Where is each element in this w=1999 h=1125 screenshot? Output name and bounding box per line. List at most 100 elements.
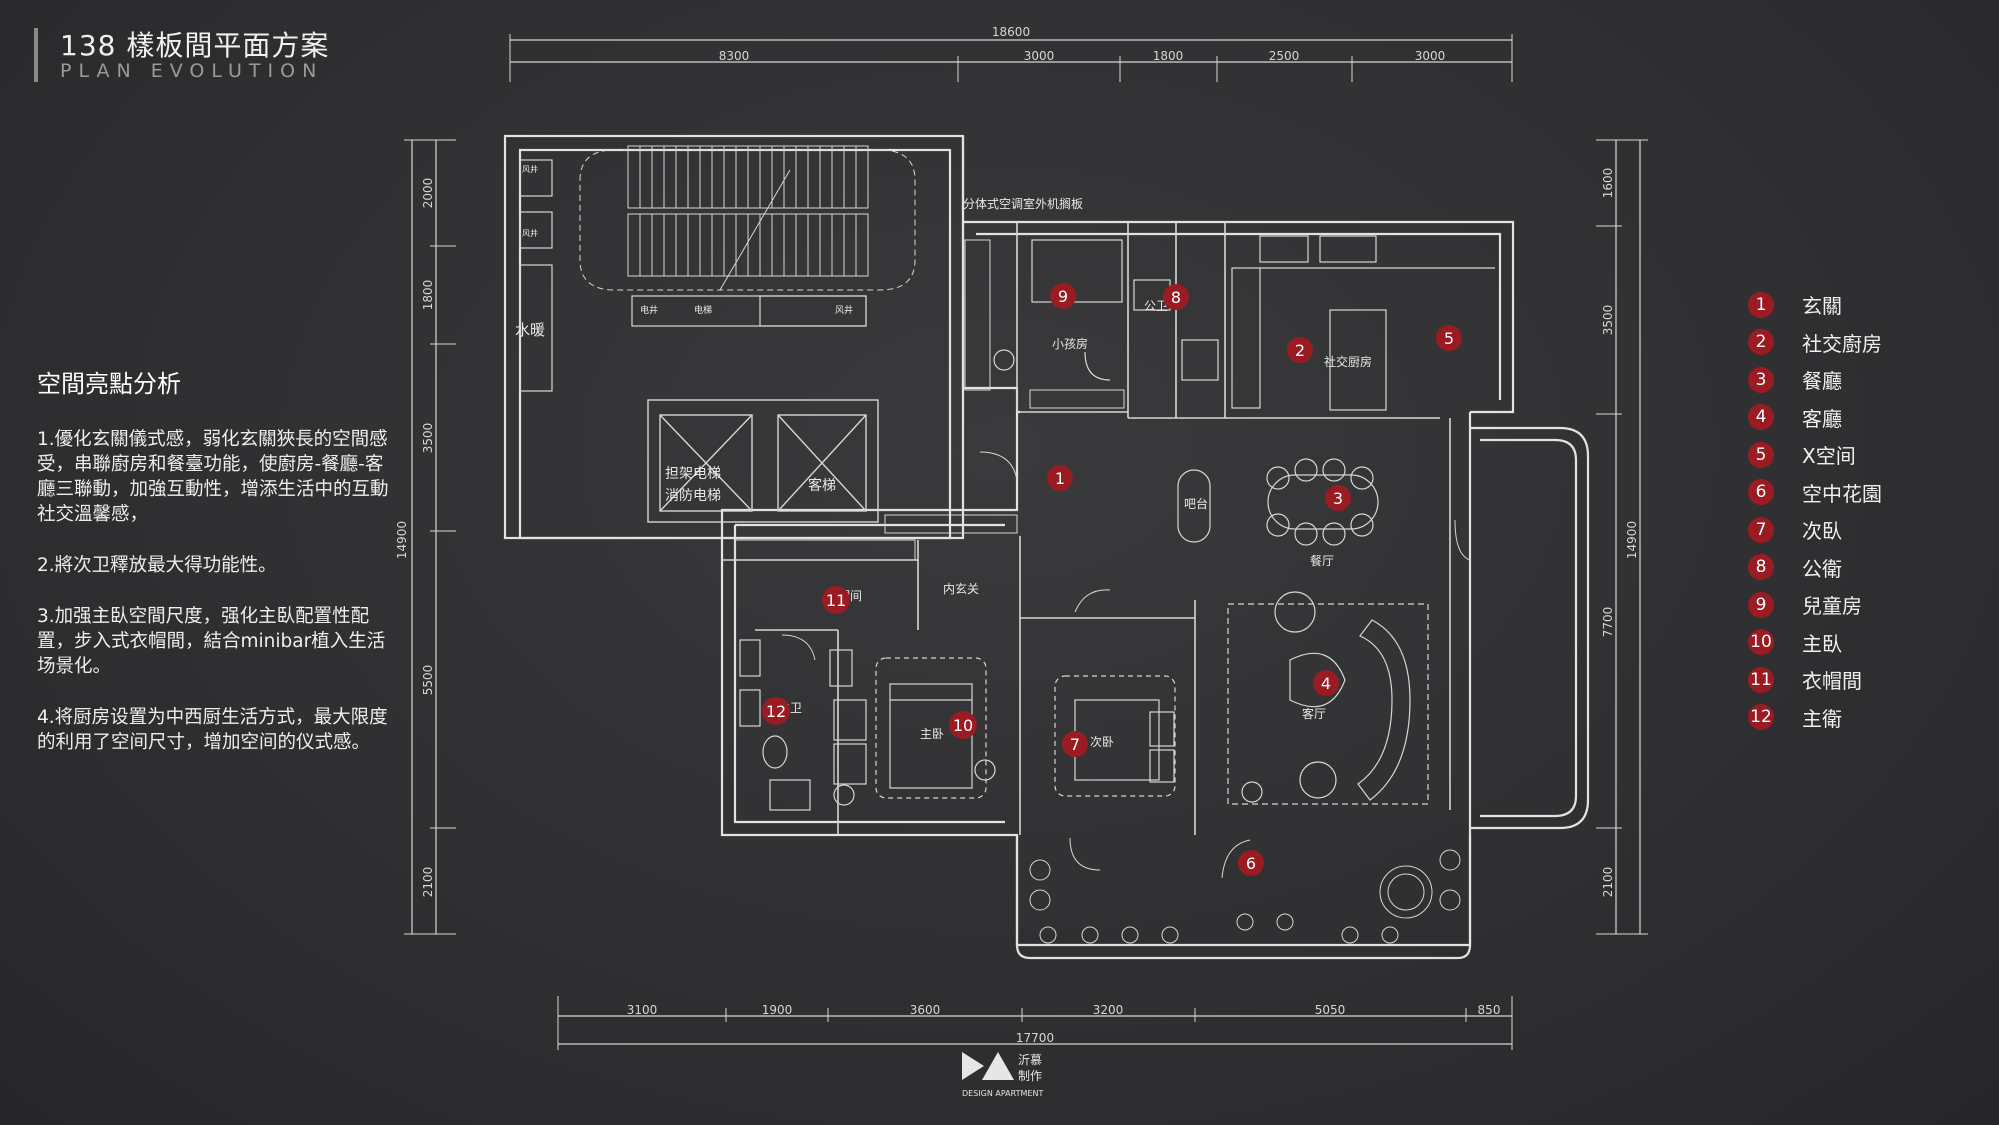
legend-item: 11 衣帽間 — [1748, 661, 1882, 699]
room-marker-12: 12 — [762, 697, 790, 725]
svg-text:5: 5 — [1444, 329, 1454, 348]
dim-top-seg: 2500 — [1269, 49, 1300, 63]
stair-treads — [579, 145, 916, 291]
door-swings — [781, 451, 1471, 879]
legend-label: 玄關 — [1802, 294, 1842, 319]
label-ac-board: 分体式空调室外机搁板 — [963, 196, 1083, 211]
interior-walls — [722, 222, 1451, 835]
legend-label: 衣帽間 — [1802, 669, 1862, 694]
legend-badge: 12 — [1748, 704, 1774, 731]
legend-badge: 11 — [1748, 666, 1774, 693]
svg-text:1: 1 — [1055, 469, 1065, 488]
label-guest-elevator: 客梯 — [808, 477, 836, 494]
legend-badge: 8 — [1748, 554, 1774, 581]
room-marker-6: 6 — [1238, 850, 1264, 876]
room-marker-9: 9 — [1050, 283, 1076, 309]
label-weak-well: 电梯 — [694, 304, 712, 316]
svg-text:7: 7 — [1070, 735, 1080, 754]
elevators — [647, 399, 879, 523]
storage-strips — [734, 239, 1125, 561]
legend-label: 公衛 — [1802, 556, 1842, 581]
dim-right-seg: 2100 — [1601, 867, 1615, 898]
label-social-kitchen: 社交厨房 — [1324, 354, 1372, 369]
svg-text:制作: 制作 — [1018, 1069, 1042, 1083]
analysis-point-1: 1.優化玄關儀式感，弱化玄關狹長的空間感受，串聯廚房和餐臺功能，使廚房-餐廳-客… — [37, 429, 389, 525]
label-air-well: 风井 — [522, 164, 538, 174]
label-stretcher-elevator: 担架电梯 — [665, 466, 721, 482]
analysis-point-4: 4.将厨房设置为中西厨生活方式，最大限度的利用了空间尺寸，增加空间的仪式感。 — [37, 707, 388, 753]
dim-left-seg: 2100 — [421, 867, 435, 898]
living-set — [1227, 591, 1429, 805]
label-fire-elevator: 消防电梯 — [665, 488, 721, 504]
plan-room-labels: 水暖 分体式空调室外机搁板 担架电梯 消防电梯 客梯 电井 电梯 风井 风井 风… — [515, 164, 1372, 749]
label-electric-well: 电井 — [640, 304, 658, 316]
logo-mark-icon: 沂慕 制作 DESIGN APARTMENT — [962, 1052, 1043, 1098]
outer-walls — [503, 134, 1590, 960]
bath-fixtures — [739, 279, 1219, 811]
dim-bottom-seg: 3600 — [910, 1003, 941, 1017]
kitchen-fixtures — [1231, 235, 1495, 411]
shafts — [519, 159, 867, 392]
dim-top-seg: 3000 — [1415, 49, 1446, 63]
dimension-labels: 18600 8300 3000 1800 2500 3000 3100 1900… — [627, 25, 1501, 1045]
dim-left-total: 14900 — [395, 521, 409, 559]
room-markers: 1 2 3 4 5 6 7 8 9 10 11 12 — [762, 283, 1462, 876]
dim-left-seg: 3500 — [421, 423, 435, 454]
legend-badge: 6 — [1748, 479, 1774, 506]
label-air-well: 风井 — [522, 228, 538, 238]
dim-left-seg: 1800 — [421, 280, 435, 311]
label-inner-foyer: 内玄关 — [943, 581, 979, 596]
bar-counter — [1177, 469, 1211, 543]
room-marker-8: 8 — [1163, 284, 1189, 310]
legend-badge: 4 — [1748, 404, 1774, 431]
dining-set — [1266, 458, 1379, 546]
legend-label: 餐廳 — [1802, 369, 1842, 394]
label-second-bed: 次卧 — [1090, 735, 1114, 749]
master-bed — [833, 657, 996, 799]
svg-text:9: 9 — [1058, 287, 1068, 306]
legend-badge: 7 — [1748, 516, 1774, 543]
analysis-heading: 空間亮點分析 — [37, 370, 181, 398]
dim-bottom-seg: 850 — [1478, 1003, 1501, 1017]
room-marker-10: 10 — [949, 711, 977, 739]
svg-text:8: 8 — [1171, 288, 1181, 307]
room-marker-4: 4 — [1313, 670, 1339, 696]
room-marker-3: 3 — [1325, 485, 1351, 511]
room-marker-5: 5 — [1436, 325, 1462, 351]
svg-text:4: 4 — [1321, 674, 1331, 693]
room-marker-7: 7 — [1062, 731, 1088, 757]
dim-top-seg: 3000 — [1024, 49, 1055, 63]
legend-badge: 5 — [1748, 441, 1774, 468]
legend-item: 3 餐廳 — [1748, 361, 1882, 399]
legend-label: 主衛 — [1802, 706, 1842, 731]
kids-room-fixtures — [993, 239, 1123, 381]
dim-right-seg: 1600 — [1601, 168, 1615, 199]
dim-top-total: 18600 — [992, 25, 1030, 39]
dim-bottom-total: 17700 — [1016, 1031, 1054, 1045]
legend-badge: 10 — [1748, 629, 1774, 656]
room-marker-11: 11 — [822, 586, 850, 614]
room-marker-2: 2 — [1287, 337, 1313, 363]
analysis-point-2: 2.將次卫釋放最大得功能性。 — [37, 555, 277, 576]
analysis-point-3: 3.加强主臥空間尺度，强化主臥配置性配置，步入式衣帽間，結合minibar植入生… — [37, 606, 386, 677]
svg-text:12: 12 — [766, 702, 786, 721]
legend-badge: 2 — [1748, 329, 1774, 356]
room-marker-1: 1 — [1047, 465, 1073, 491]
label-bar: 吧台 — [1184, 496, 1208, 511]
legend-badge: 3 — [1748, 366, 1774, 393]
title-accent-bar — [34, 28, 38, 82]
svg-text:2: 2 — [1295, 341, 1305, 360]
dim-left-seg: 5500 — [421, 665, 435, 696]
svg-text:沂慕: 沂慕 — [1018, 1053, 1042, 1067]
dim-bottom-seg: 5050 — [1315, 1003, 1346, 1017]
label-living: 客厅 — [1302, 706, 1326, 721]
dim-left-seg: 2000 — [421, 178, 435, 209]
svg-text:DESIGN APARTMENT: DESIGN APARTMENT — [962, 1089, 1043, 1098]
